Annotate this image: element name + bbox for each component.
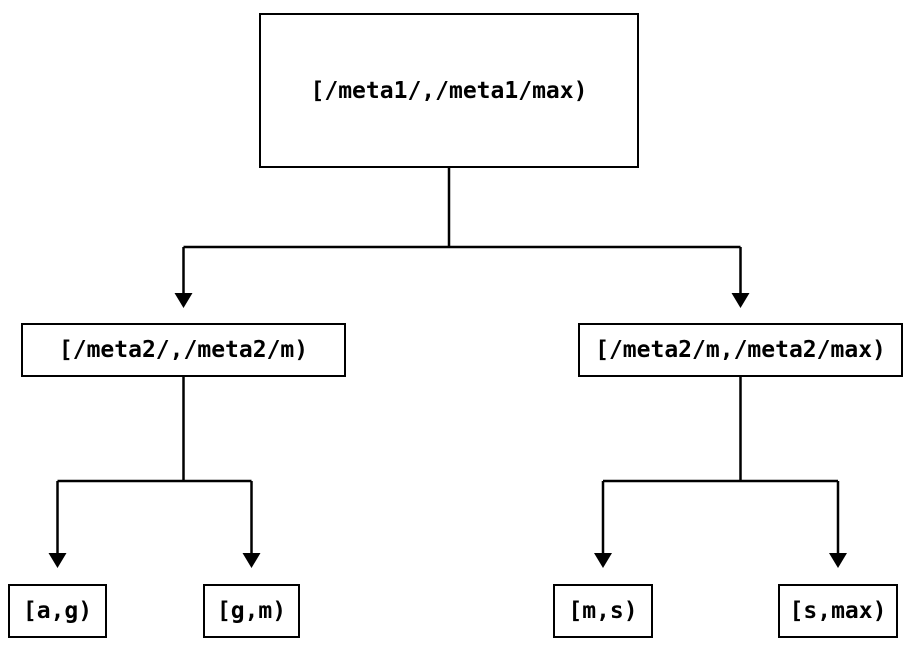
tree-node-root: [/meta1/,/meta1/max) — [259, 13, 639, 168]
node-label: [a,g) — [22, 598, 93, 624]
node-label: [/meta2/,/meta2/m) — [58, 337, 309, 363]
arrowhead-icon — [174, 293, 193, 308]
arrowhead-icon — [829, 553, 847, 568]
tree-node-leaf-g-m: [g,m) — [203, 584, 300, 638]
node-label: [/meta1/,/meta1/max) — [310, 77, 588, 104]
arrowhead-icon — [594, 553, 612, 568]
arrowhead-icon — [48, 553, 67, 568]
tree-node-leaf-m-s: [m,s) — [553, 584, 653, 638]
node-label: [g,m) — [216, 598, 287, 624]
arrowhead-icon — [731, 293, 750, 308]
node-label: [s,max) — [789, 598, 887, 624]
node-label: [m,s) — [568, 598, 638, 624]
tree-node-leaf-s-max: [s,max) — [778, 584, 898, 638]
tree-node-meta2-left: [/meta2/,/meta2/m) — [21, 323, 346, 377]
tree-node-meta2-right: [/meta2/m,/meta2/max) — [578, 323, 903, 377]
tree-node-leaf-a-g: [a,g) — [8, 584, 107, 638]
node-label: [/meta2/m,/meta2/max) — [595, 337, 886, 363]
arrowhead-icon — [242, 553, 261, 568]
